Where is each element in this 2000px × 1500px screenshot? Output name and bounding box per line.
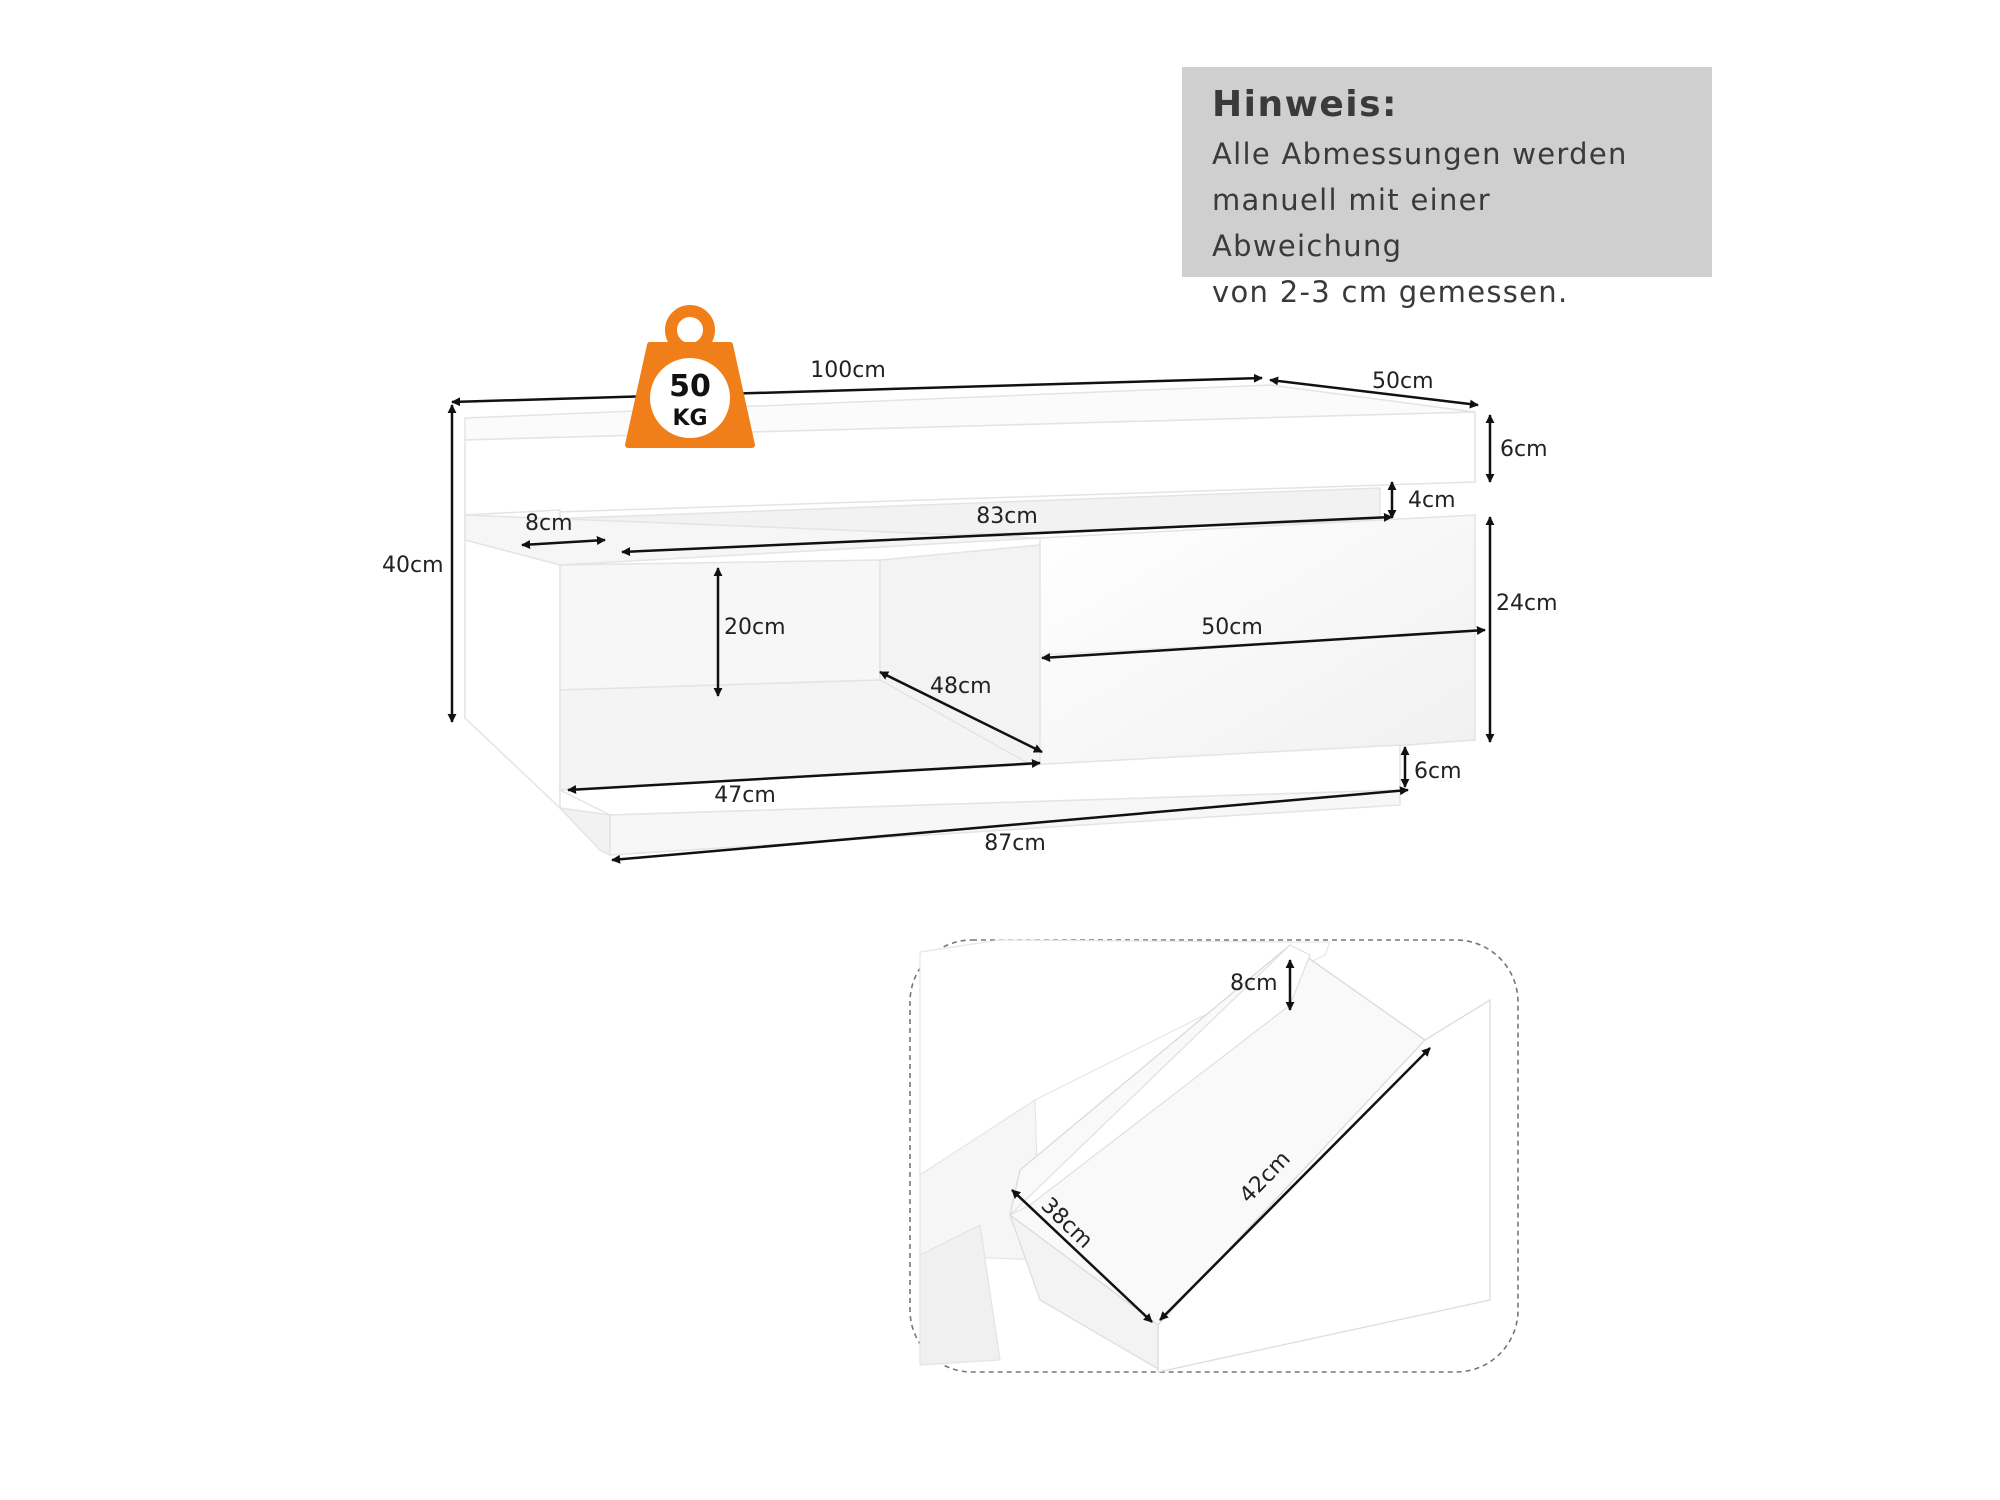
- note-title: Hinweis:: [1212, 84, 1398, 125]
- arrow-total-width: [451, 373, 1263, 407]
- label-opening-width: 47cm: [714, 783, 776, 808]
- compartment-back: [559, 559, 881, 691]
- arrow-drawer-width: [1041, 626, 1486, 662]
- label-drawer-width: 50cm: [1201, 615, 1263, 640]
- label-shelf-width: 83cm: [976, 504, 1038, 529]
- arrow-shelf-width: [621, 512, 1393, 557]
- weight-badge-value: 50: [669, 369, 711, 404]
- arrow-drawer-inner-length: [1159, 1047, 1431, 1321]
- weight-badge-icon: 50 KG: [625, 305, 755, 448]
- label-depth: 50cm: [1372, 369, 1434, 394]
- label-shelf-height: 20cm: [724, 615, 786, 640]
- base-side: [557, 806, 611, 857]
- note-line-3: von 2-3 cm gemessen.: [1212, 275, 1569, 309]
- arrow-opening-width: [567, 758, 1041, 795]
- label-gap-height: 4cm: [1408, 488, 1456, 513]
- label-top-thickness: 6cm: [1500, 437, 1548, 462]
- label-total-height: 40cm: [382, 553, 444, 578]
- label-drawer-height: 24cm: [1496, 591, 1558, 616]
- arrow-drawer-inner-width: [1011, 1189, 1153, 1323]
- note-box: Hinweis: Alle Abmessungen werden manuell…: [1182, 67, 1712, 309]
- label-shelf-depth: 48cm: [930, 674, 992, 699]
- label-side-offset: 8cm: [525, 511, 573, 536]
- label-total-width: 100cm: [810, 358, 886, 383]
- weight-badge-unit: KG: [672, 406, 707, 431]
- arrow-depth: [1269, 376, 1479, 409]
- weight-badge-disc: [650, 358, 730, 438]
- inset-lower-shelf: [919, 1224, 1001, 1366]
- note-line-2: manuell mit einer Abweichung: [1212, 183, 1491, 263]
- drawer-detail-inset: 8cm 38cm 42cm: [909, 939, 1519, 1373]
- label-drawer-depth: 8cm: [1230, 971, 1278, 996]
- label-base-width: 87cm: [984, 831, 1046, 856]
- dimension-arrows: [447, 373, 1495, 864]
- label-base-height: 6cm: [1414, 759, 1462, 784]
- arrow-base-width: [611, 786, 1409, 864]
- coffee-table-illustration: [464, 384, 1476, 857]
- arrow-shelf-depth: [879, 670, 1043, 754]
- note-line-1: Alle Abmessungen werden: [1212, 137, 1628, 171]
- arrow-side-offset: [521, 535, 606, 550]
